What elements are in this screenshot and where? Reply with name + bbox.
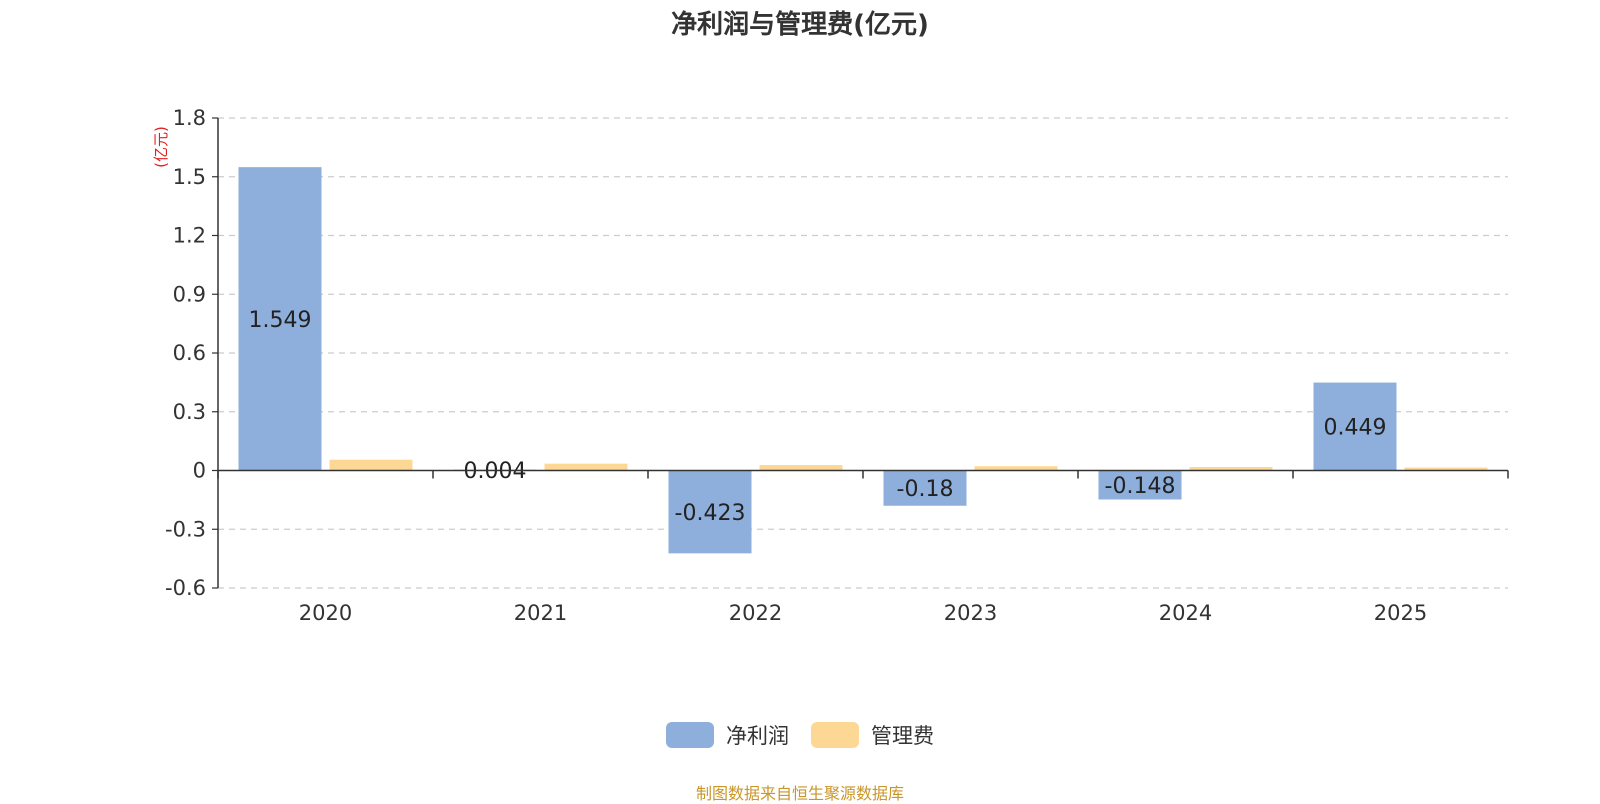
bar-admin-fee (544, 463, 628, 471)
bar-admin-fee (1189, 466, 1273, 471)
y-axis-unit-label: (亿元) (152, 126, 170, 168)
y-tick-label: -0.6 (165, 576, 206, 600)
legend: 净利润 管理费 (0, 720, 1600, 750)
bar-net-profit (883, 470, 967, 506)
data-label: 0.004 (464, 459, 527, 484)
data-label: 0.449 (1324, 416, 1387, 441)
x-tick-label: 2020 (299, 601, 352, 625)
legend-item-admin-fee[interactable]: 管理费 (811, 720, 934, 750)
legend-label-admin-fee: 管理费 (871, 724, 934, 748)
bar-admin-fee (759, 465, 843, 471)
x-tick-label: 2021 (514, 601, 567, 625)
x-tick-label: 2022 (729, 601, 782, 625)
x-tick-label: 2023 (944, 601, 997, 625)
bar-admin-fee (974, 466, 1058, 471)
bar-net-profit (238, 167, 322, 471)
bar-admin-fee (1404, 467, 1488, 471)
y-tick-label: 0.6 (173, 341, 206, 365)
bar-net-profit (668, 470, 752, 554)
x-tick-label: 2024 (1159, 601, 1212, 625)
legend-item-net-profit[interactable]: 净利润 (666, 720, 789, 750)
data-label: -0.18 (897, 477, 954, 502)
data-label: -0.148 (1105, 474, 1176, 499)
chart-title: 净利润与管理费(亿元) (671, 10, 929, 40)
bar-net-profit (1313, 382, 1397, 471)
source-note: 制图数据来自恒生聚源数据库 (695, 784, 904, 803)
y-tick-label: -0.3 (165, 517, 206, 541)
y-tick-label: 1.2 (173, 224, 206, 248)
legend-swatch-admin-fee (811, 722, 859, 748)
bar-admin-fee (329, 459, 413, 471)
y-tick-label: 0 (193, 459, 206, 483)
bar-net-profit (1098, 470, 1182, 500)
data-label: -0.423 (675, 501, 746, 526)
y-tick-label: 0.3 (173, 400, 206, 424)
legend-label-net-profit: 净利润 (726, 724, 789, 748)
x-tick-label: 2025 (1374, 601, 1427, 625)
y-tick-label: 0.9 (173, 282, 206, 306)
data-label: 1.549 (249, 308, 312, 333)
y-tick-label: 1.8 (173, 106, 206, 130)
y-tick-label: 1.5 (173, 165, 206, 189)
legend-swatch-net-profit (666, 722, 714, 748)
